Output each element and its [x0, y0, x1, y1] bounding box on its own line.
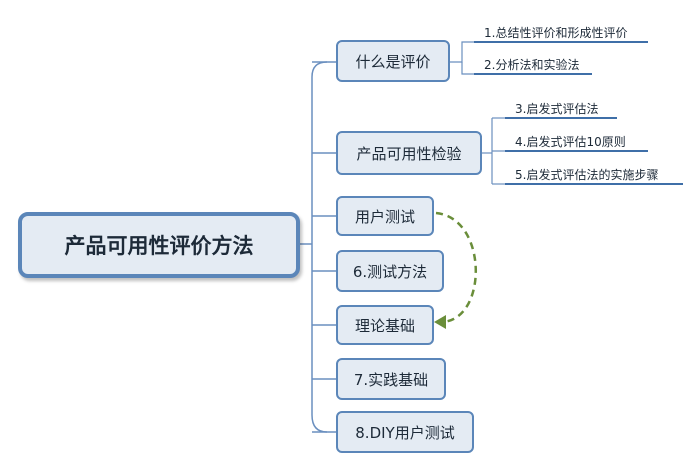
branch-practice-basis[interactable]: 7.实践基础 — [336, 358, 446, 400]
subtopic-summative-formative[interactable]: 1.总结性评价和形成性评价 — [484, 26, 628, 40]
branch-what-is-evaluation[interactable]: 什么是评价 — [336, 40, 450, 82]
subtopic-heuristic-10-principles[interactable]: 4.启发式评估10原则 — [515, 135, 626, 149]
branch-theory-basis[interactable]: 理论基础 — [336, 305, 434, 345]
branch-usability-inspection[interactable]: 产品可用性检验 — [336, 131, 482, 175]
branch-user-testing[interactable]: 用户测试 — [336, 196, 434, 236]
root-topic[interactable]: 产品可用性评价方法 — [18, 212, 300, 278]
subtopic-heuristic-steps[interactable]: 5.启发式评估法的实施步骤 — [515, 168, 659, 182]
relationship-arrow — [435, 211, 477, 324]
subtopic-heuristic-evaluation[interactable]: 3.启发式评估法 — [515, 102, 599, 116]
relationship-arrowhead — [434, 315, 446, 329]
subtopic-analysis-experiment[interactable]: 2.分析法和实验法 — [484, 58, 580, 72]
branch-diy-user-testing[interactable]: 8.DIY用户测试 — [336, 411, 474, 453]
branch-test-methods[interactable]: 6.测试方法 — [336, 250, 444, 292]
